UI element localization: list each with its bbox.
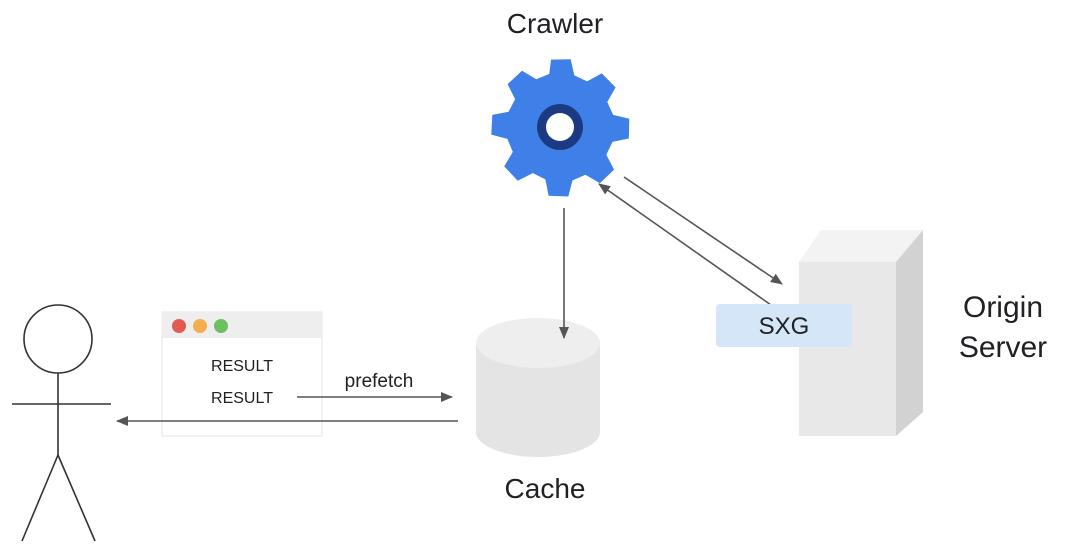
origin-server-label-line1: Origin [963,291,1043,324]
window-maximize-dot [214,319,228,333]
origin-server-label-line2: Server [959,331,1047,364]
sxg-label: SXG [759,313,810,340]
search-result-1: RESULT [211,358,273,375]
user-figure [12,304,111,542]
search-result-2: RESULT [211,390,273,407]
sxg-badge: SXG [716,304,852,347]
cache-label: Cache [505,473,586,504]
browser-window: RESULT RESULT [161,311,323,437]
window-minimize-dot [193,319,207,333]
gear-icon [491,59,630,197]
cache-database [476,318,600,457]
window-close-dot [172,319,186,333]
prefetch-label: prefetch [345,371,414,392]
origin-server [799,230,923,436]
crawler-label: Crawler [507,8,603,39]
origin-to-crawler-arrow [598,183,772,306]
crawler-to-origin-arrow [623,176,783,285]
